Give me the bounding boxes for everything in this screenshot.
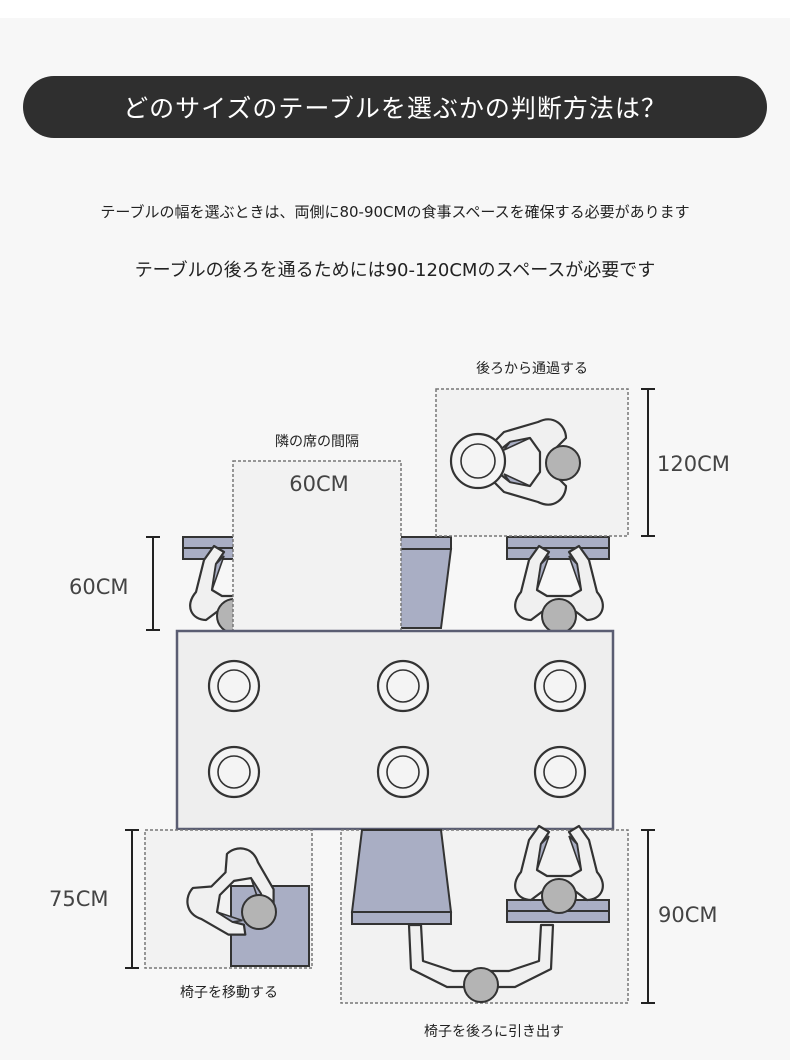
pull-chair-label: 椅子を後ろに引き出す [424, 1024, 564, 1040]
pull-depth-dim-line [641, 829, 655, 1004]
person-moving-head [241, 894, 277, 930]
title-banner: どのサイズのテーブルを選ぶかの判断方法は？ [23, 76, 767, 138]
chair-top-right [506, 536, 610, 560]
neighbor-gap-zone [232, 460, 402, 632]
person-walking-head [545, 445, 581, 481]
chair-bottom-middle [350, 829, 453, 925]
move-depth-dim-line [125, 829, 139, 969]
top-band [0, 0, 790, 18]
neighbor-gap-label: 隣の席の間隔 [275, 434, 359, 450]
pass-depth-dim: 120CM [657, 452, 730, 476]
plate-carried [449, 432, 507, 490]
seat-depth-dim: 60CM [69, 575, 129, 599]
move-chair-label: 椅子を移動する [180, 985, 278, 1001]
person-standing [407, 923, 555, 1003]
person-walking [490, 418, 568, 506]
neighbor-width-dim: 60CM [289, 472, 349, 496]
intro-line-passage: テーブルの後ろを通るためには90-120CMのスペースが必要です [134, 260, 656, 281]
person-moving [186, 847, 275, 936]
seat-depth-dim-line [146, 536, 160, 631]
pass-depth-dim-line [641, 388, 655, 537]
intro-line-width: テーブルの幅を選ぶときは、両側に80-90CMの食事スペースを確保する必要があり… [100, 203, 690, 221]
pull-depth-dim: 90CM [658, 903, 718, 927]
pass-behind-label: 後ろから通過する [476, 361, 588, 377]
page-title: どのサイズのテーブルを選ぶかの判断方法は？ [123, 94, 667, 123]
move-depth-dim: 75CM [49, 887, 109, 911]
dining-table [175, 629, 615, 831]
